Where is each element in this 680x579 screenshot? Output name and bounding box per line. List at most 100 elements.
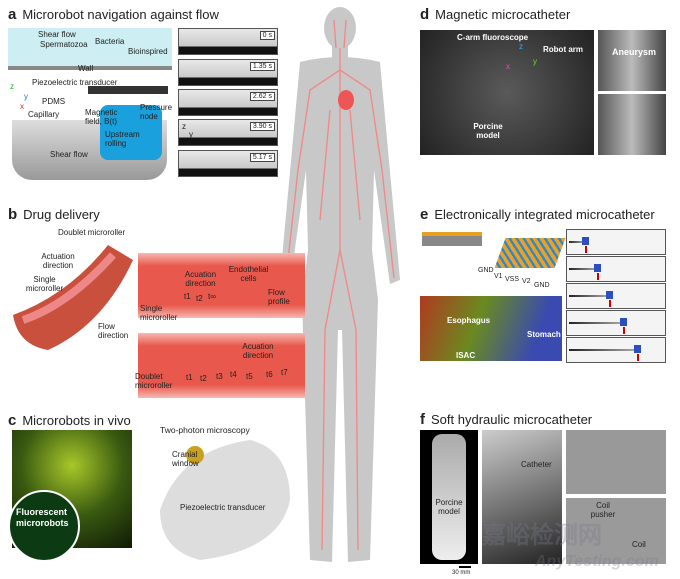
tip-marker [594, 264, 601, 272]
label: Pressure node [140, 103, 173, 121]
heart [338, 90, 354, 110]
time-label: t5 [246, 372, 253, 381]
label: Flow direction [98, 322, 129, 340]
label: Wall [78, 64, 94, 73]
fluorescence-gi-image [420, 296, 562, 361]
catheter-shaft [569, 268, 597, 270]
label: Aneurysm [612, 47, 657, 57]
tip-frame [566, 283, 666, 309]
label: Single microroller [25, 275, 64, 293]
microswimmer-diagram [8, 28, 172, 70]
piezo-transducer [88, 86, 168, 94]
label: Doublet microroller [58, 228, 126, 237]
label: Capillary [28, 110, 60, 119]
arrow-icon [585, 246, 587, 253]
timelapse-frame: 0 s [178, 28, 278, 55]
scale-label: 30 mm [452, 570, 471, 576]
axis-y: y [24, 92, 28, 101]
timelapse-frame: 5.17 s [178, 150, 278, 177]
doublet-roller-vessel [138, 333, 305, 398]
catheter-shaft [569, 349, 637, 351]
time-label: t3 [216, 372, 223, 381]
robot-setup-image [420, 30, 594, 155]
tip-marker [634, 345, 641, 353]
time-label: t7 [281, 368, 288, 377]
label: Shear flow [38, 30, 76, 39]
tip-frame [566, 256, 666, 282]
label: GND [534, 282, 550, 289]
label: Porcine model [435, 498, 463, 516]
label: Shear flow [50, 150, 88, 159]
label: Spermatozoa [40, 40, 88, 49]
pressure-node-region [100, 105, 162, 160]
timestamp: 1.35 s [249, 62, 275, 71]
label: Catheter [521, 460, 552, 469]
label: Piezoelectric transducer [180, 503, 266, 512]
axis-y: y [189, 130, 193, 139]
label: Esophagus [447, 316, 491, 325]
tip-frame [566, 337, 666, 363]
axis-y: y [533, 57, 537, 66]
label: Robot arm [543, 45, 583, 54]
coil-zoom-image [566, 498, 666, 564]
vessel-illustration [13, 245, 133, 350]
label: VSS [505, 276, 520, 283]
label: Coil [632, 540, 646, 549]
time-label: t∞ [208, 292, 216, 301]
timestamp: 3.90 s [249, 122, 275, 131]
label: Single microroller [140, 304, 178, 322]
fluoroscopy-frame [598, 30, 666, 91]
tip-marker [620, 318, 627, 326]
label: Endothelial cells [228, 265, 269, 283]
mouse-illustration [160, 440, 290, 560]
sensor-array [494, 238, 566, 268]
label: Bioinspired [128, 47, 168, 56]
timelapse-frame: 2.62 s [178, 89, 278, 116]
timestamp: 2.62 s [249, 92, 275, 101]
label: Doublet microroller [135, 372, 173, 390]
label: GND [478, 267, 494, 274]
watermark: 嘉峪检测网 [482, 522, 602, 549]
axis-z: z [182, 122, 186, 131]
label: V2 [522, 278, 531, 285]
axis-x: x [20, 102, 24, 111]
arrow-icon [609, 300, 611, 307]
label: C-arm fluoroscope [457, 33, 529, 42]
label: Bacteria [95, 37, 125, 46]
label: Porcine model [473, 122, 503, 140]
scale-bar [459, 566, 471, 568]
label: Two-photon microscopy [160, 425, 250, 435]
label: Upstream rolling [105, 130, 140, 148]
time-label: t1 [184, 292, 191, 301]
tip-frame [566, 310, 666, 336]
xray-image [482, 430, 562, 564]
arrow-icon [623, 327, 625, 334]
label: Coil pusher [590, 501, 616, 519]
ct-scan [420, 430, 478, 564]
human-body-silhouette [280, 7, 400, 562]
label: Piezoelectric transducer [32, 78, 118, 87]
label: Acuation direction [242, 342, 274, 360]
arrow-icon [597, 273, 599, 280]
label: PDMS [42, 97, 66, 106]
time-label: t2 [200, 374, 207, 383]
label: ISAC [456, 351, 476, 360]
label: Stomach [527, 330, 561, 339]
single-roller-vessel [138, 253, 305, 318]
label: Fluorescent microrobots [16, 507, 69, 528]
axis-x: x [506, 62, 510, 71]
label: Flow profile [268, 288, 290, 306]
catheter-chip [422, 232, 482, 246]
watermark: AnyTesting.com [535, 553, 659, 570]
label: V1 [494, 273, 503, 280]
timelapse-frame: 1.35 s [178, 59, 278, 86]
timestamp: 5.17 s [249, 153, 275, 162]
catheter-shaft [569, 241, 585, 243]
label: Acuation direction [184, 270, 217, 288]
blood-vessels [285, 19, 395, 551]
